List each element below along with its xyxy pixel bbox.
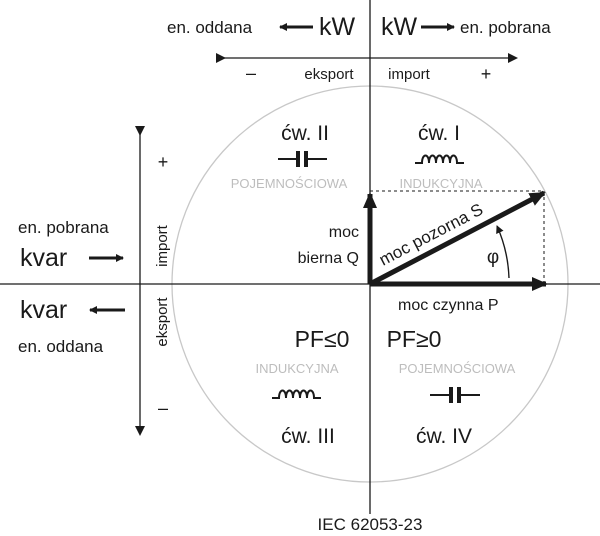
quadrant-1-label: ćw. I — [418, 122, 460, 145]
quadrant-4-label: ćw. IV — [416, 425, 472, 448]
top-plus-sign: + — [481, 64, 492, 84]
pf-positive-label: PF≥0 — [387, 326, 442, 352]
left-minus-sign: – — [158, 398, 168, 418]
top-export-label: eksport — [304, 66, 354, 83]
left-import-label: import — [154, 224, 171, 267]
active-power-label: moc czynna P — [398, 297, 498, 314]
reactive-power-label-line2: bierna Q — [298, 250, 359, 267]
left-plus-sign: + — [158, 152, 169, 172]
top-minus-sign: – — [246, 63, 256, 83]
quadrant-4-load-type: POJEMNOŚCIOWA — [399, 361, 516, 376]
phi-angle-arc — [496, 225, 510, 279]
quadrant-2-label: ćw. II — [281, 122, 329, 145]
capacitor-icon — [430, 387, 480, 403]
top-right-kw-unit: kW — [381, 13, 418, 41]
phi-angle-label: φ — [487, 247, 499, 268]
left-export-label: eksport — [154, 297, 171, 347]
standard-reference: IEC 62053-23 — [318, 515, 423, 534]
quadrant-1-load-type: INDUKCYJNA — [399, 176, 482, 191]
left-upper-energy-label: en. pobrana — [18, 218, 109, 237]
apparent-power-vector — [368, 190, 546, 287]
top-left-energy-label: en. oddana — [167, 18, 253, 37]
left-upper-kvar-unit: kvar — [20, 244, 67, 272]
left-lower-kvar-unit: kvar — [20, 296, 67, 324]
top-right-energy-label: en. pobrana — [460, 18, 551, 37]
quadrant-3-label: ćw. III — [281, 425, 335, 448]
reactive-power-label-line1: moc — [329, 224, 359, 241]
top-left-kw-unit: kW — [319, 13, 356, 41]
left-lower-energy-label: en. oddana — [18, 337, 104, 356]
quadrant-3-load-type: INDUKCYJNA — [255, 361, 338, 376]
capacitor-icon — [278, 151, 327, 167]
top-import-label: import — [388, 66, 431, 83]
inductor-icon — [415, 154, 464, 164]
quadrant-2-load-type: POJEMNOŚCIOWA — [231, 176, 348, 191]
pf-negative-label: PF≤0 — [295, 326, 350, 352]
inductor-icon — [272, 389, 321, 399]
